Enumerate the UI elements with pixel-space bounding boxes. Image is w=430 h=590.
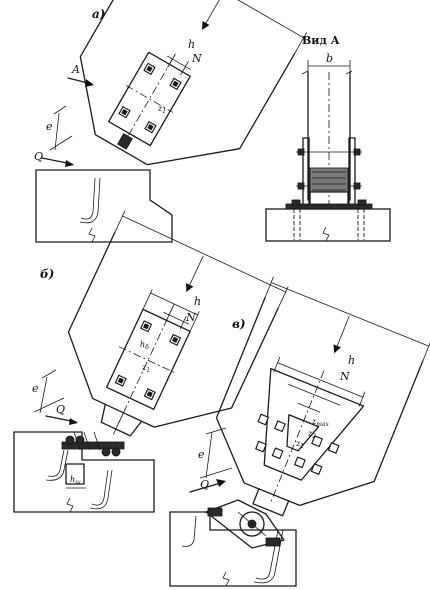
view-a-title: Вид А bbox=[302, 34, 340, 47]
force-N-label-a: N bbox=[191, 52, 202, 65]
column-a bbox=[79, 0, 308, 166]
panel-v-label: в) bbox=[232, 317, 246, 331]
foundation-a bbox=[35, 169, 173, 243]
bolt-core bbox=[172, 80, 179, 88]
bolt-core bbox=[121, 109, 128, 116]
dim-h-label-v: h bbox=[348, 354, 355, 367]
dim-h-label-a: h bbox=[188, 38, 195, 51]
anchor-nut-a bbox=[117, 133, 133, 150]
bolt-core bbox=[146, 65, 153, 73]
base-plate-v bbox=[205, 499, 285, 549]
base-plate-b bbox=[61, 441, 125, 450]
column-a-outline bbox=[79, 0, 296, 166]
column-v-outline bbox=[215, 296, 424, 507]
panel-a-label: а) bbox=[92, 7, 105, 21]
anchor-bolt-a2 bbox=[79, 177, 101, 224]
dim-e-label-v: e bbox=[198, 448, 205, 461]
dim-b-label: b bbox=[326, 52, 333, 65]
dim-z1-label-a: z1 bbox=[157, 104, 166, 115]
column-v bbox=[215, 276, 430, 517]
dim-h-label-b: h bbox=[194, 295, 201, 308]
dim-zmax-label-v: zmax bbox=[311, 417, 329, 428]
gusset-plate bbox=[263, 367, 365, 481]
force-Q-label-b: Q bbox=[56, 403, 65, 416]
dim-hb-label-b: hб bbox=[140, 340, 149, 351]
view-a-drawing: Вид А b bbox=[265, 34, 391, 242]
force-Q-label-v: Q bbox=[200, 478, 209, 491]
anchor-bolt-a bbox=[80, 177, 96, 220]
dim-hw-label-b: hш bbox=[70, 475, 81, 486]
break-mark-a bbox=[88, 227, 96, 243]
force-N-label-v: N bbox=[339, 370, 350, 383]
dim-h-line-a bbox=[144, 0, 304, 39]
centerline-a-h bbox=[125, 85, 174, 113]
dim-e-label-a: e bbox=[46, 120, 53, 133]
panel-v-drawing: в) bbox=[169, 276, 430, 587]
panel-b-label: б) bbox=[40, 267, 54, 281]
force-N-label-b: N bbox=[185, 311, 196, 324]
view-a-arrow-label: A bbox=[71, 63, 80, 76]
foundation-view-a bbox=[265, 208, 391, 242]
dim-e-label-b: e bbox=[32, 382, 39, 395]
column-b bbox=[67, 210, 289, 437]
hinge-pin bbox=[239, 511, 265, 537]
panel-a-drawing: а) bbox=[34, 0, 308, 243]
panel-b-drawing: б) bbox=[13, 210, 289, 513]
dim-z2-label-v: z2 bbox=[307, 429, 316, 440]
foundation-v bbox=[169, 511, 297, 587]
column-b-outline bbox=[67, 231, 279, 428]
dim-z1-label-v: z1 bbox=[295, 439, 304, 450]
dim-z1-label-b: z1 bbox=[141, 363, 150, 374]
bolt-core bbox=[147, 124, 154, 131]
force-Q-label-a: Q bbox=[34, 150, 43, 163]
